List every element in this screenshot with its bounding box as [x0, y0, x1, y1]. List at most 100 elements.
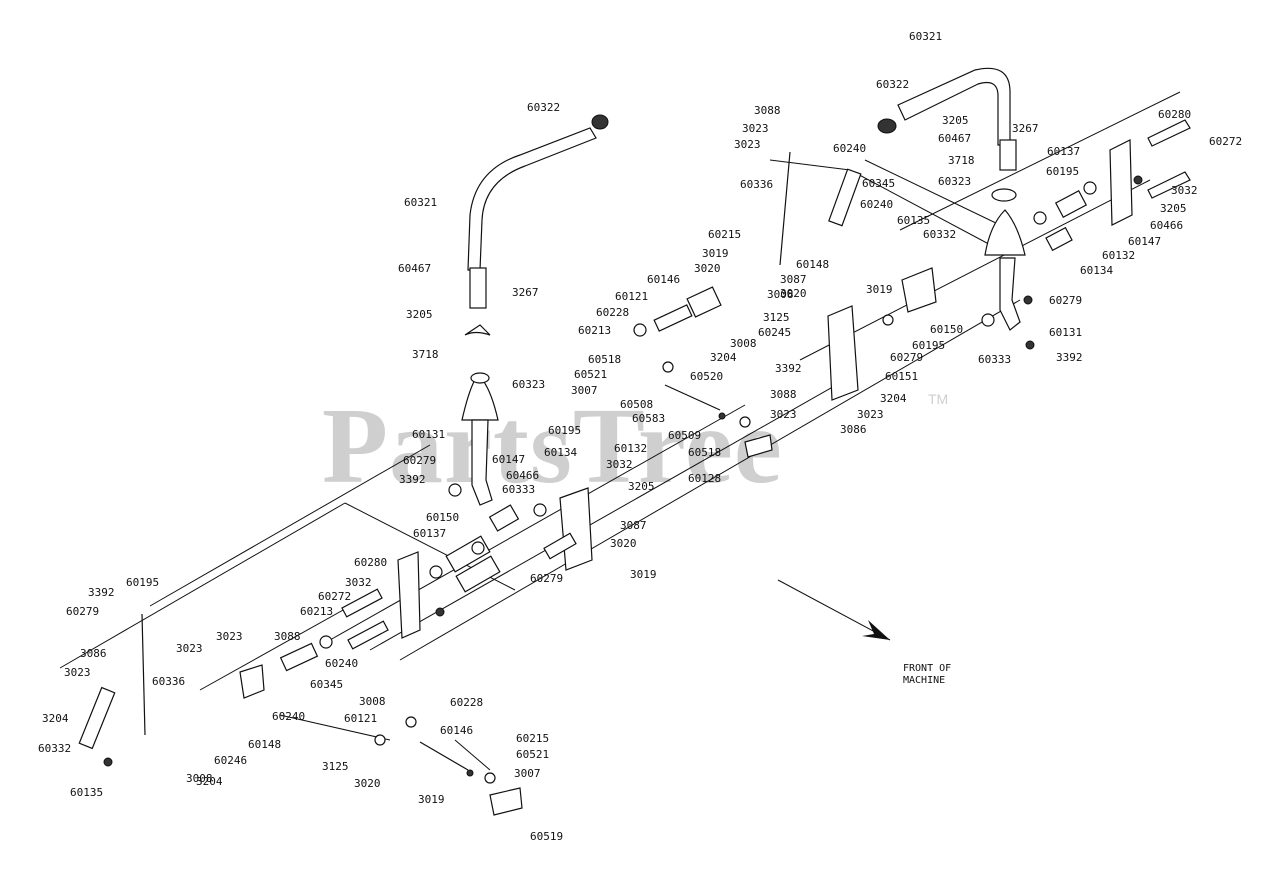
part-callout-label: 60333: [978, 353, 1011, 366]
part-callout-label: 60213: [578, 324, 611, 337]
upper-linkage: [633, 151, 937, 458]
part-callout-label: 3392: [775, 362, 802, 375]
note-line-1: FRONT OF: [903, 663, 951, 674]
front-arrow: [777, 579, 891, 641]
part-callout-label: 60332: [923, 228, 956, 241]
part-callout-label: 3204: [880, 392, 907, 405]
part-callout-label: 3204: [196, 775, 223, 788]
part-callout-label: 60134: [544, 446, 577, 459]
part-callout-label: 3087: [780, 273, 807, 286]
part-callout-label: 3088: [754, 104, 781, 117]
part-callout-label: 60322: [527, 101, 560, 114]
part-callout-label: 60322: [876, 78, 909, 91]
part-callout-label: 60195: [912, 339, 945, 352]
part-callout-label: 60121: [344, 712, 377, 725]
note-line-2: MACHINE: [903, 675, 945, 686]
part-callout-label: 3267: [512, 286, 539, 299]
part-callout-label: 3125: [763, 311, 790, 324]
part-callout-label: 60279: [1049, 294, 1082, 307]
part-callout-label: 60135: [70, 786, 103, 799]
part-callout-label: 60333: [502, 483, 535, 496]
part-callout-label: 60240: [860, 198, 893, 211]
part-callout-label: 3087: [620, 519, 647, 532]
part-callout-label: 60321: [909, 30, 942, 43]
part-callout-label: 3023: [770, 408, 797, 421]
part-callout-label: 60583: [632, 412, 665, 425]
part-callout-label: 60195: [1046, 165, 1079, 178]
part-callout-label: 60215: [708, 228, 741, 241]
part-callout-label: 3392: [1056, 351, 1083, 364]
part-callout-label: 60131: [412, 428, 445, 441]
part-callout-label: 60279: [530, 572, 563, 585]
part-callout-label: 60336: [152, 675, 185, 688]
part-callout-label: 3205: [942, 114, 969, 127]
part-callout-label: 60519: [530, 830, 563, 843]
part-callout-label: 3125: [322, 760, 349, 773]
part-callout-label: 60147: [492, 453, 525, 466]
part-callout-label: 3020: [610, 537, 637, 550]
part-callout-label: 3032: [606, 458, 633, 471]
part-callout-label: 3023: [216, 630, 243, 643]
part-callout-label: 3088: [770, 388, 797, 401]
part-callout-label: 3007: [571, 384, 598, 397]
part-callout-label: 3007: [514, 767, 541, 780]
part-callout-label: 3023: [734, 138, 761, 151]
part-callout-label: 3023: [857, 408, 884, 421]
part-callout-label: 3019: [418, 793, 445, 806]
part-callout-label: 3032: [345, 576, 372, 589]
part-callout-label: 60280: [354, 556, 387, 569]
part-callout-label: 3019: [630, 568, 657, 581]
part-callout-label: 60146: [647, 273, 680, 286]
part-callout-label: 3032: [1171, 184, 1198, 197]
part-callout-label: 3205: [406, 308, 433, 321]
part-callout-label: 60135: [897, 214, 930, 227]
part-callout-label: 60195: [548, 424, 581, 437]
watermark-trademark: TM: [928, 391, 948, 407]
part-callout-label: 60520: [690, 370, 723, 383]
part-callout-label: 60131: [1049, 326, 1082, 339]
part-callout-label: 3020: [780, 287, 807, 300]
right-lever-assembly: [877, 67, 1191, 350]
part-callout-label: 3023: [176, 642, 203, 655]
part-callout-label: 3718: [412, 348, 439, 361]
part-callout-label: 3019: [866, 283, 893, 296]
part-callout-label: 3020: [694, 262, 721, 275]
lower-linkage: [78, 613, 523, 816]
part-callout-label: 3023: [742, 122, 769, 135]
part-callout-label: 60195: [126, 576, 159, 589]
part-callout-label: 3088: [274, 630, 301, 643]
part-callout-label: 3718: [948, 154, 975, 167]
part-callout-label: 60228: [450, 696, 483, 709]
part-callout-label: 60134: [1080, 264, 1113, 277]
part-callout-label: 60279: [890, 351, 923, 364]
part-callout-label: 60509: [668, 429, 701, 442]
part-callout-label: 3086: [80, 647, 107, 660]
part-callout-label: 3267: [1012, 122, 1039, 135]
part-callouts: 6032160322320560467326737186013760195603…: [38, 30, 1242, 843]
part-callout-label: 3008: [730, 337, 757, 350]
part-callout-label: 60150: [930, 323, 963, 336]
part-callout-label: 60137: [1047, 145, 1080, 158]
part-callout-label: 60121: [615, 290, 648, 303]
part-callout-label: 60137: [413, 527, 446, 540]
part-callout-label: 60151: [885, 370, 918, 383]
part-callout-label: 60279: [66, 605, 99, 618]
part-callout-label: 60132: [614, 442, 647, 455]
part-callout-label: 3392: [399, 473, 426, 486]
part-callout-label: 60240: [272, 710, 305, 723]
part-callout-label: 3204: [710, 351, 737, 364]
part-callout-label: 60148: [796, 258, 829, 271]
part-callout-label: 60521: [574, 368, 607, 381]
part-callout-label: 60228: [596, 306, 629, 319]
part-callout-label: 60466: [506, 469, 539, 482]
part-callout-label: 3205: [1160, 202, 1187, 215]
part-callout-label: 60280: [1158, 108, 1191, 121]
part-callout-label: 60240: [833, 142, 866, 155]
part-callout-label: 3392: [88, 586, 115, 599]
part-callout-label: 60323: [938, 175, 971, 188]
part-callout-label: 3020: [354, 777, 381, 790]
part-callout-label: 60466: [1150, 219, 1183, 232]
part-callout-label: 60150: [426, 511, 459, 524]
